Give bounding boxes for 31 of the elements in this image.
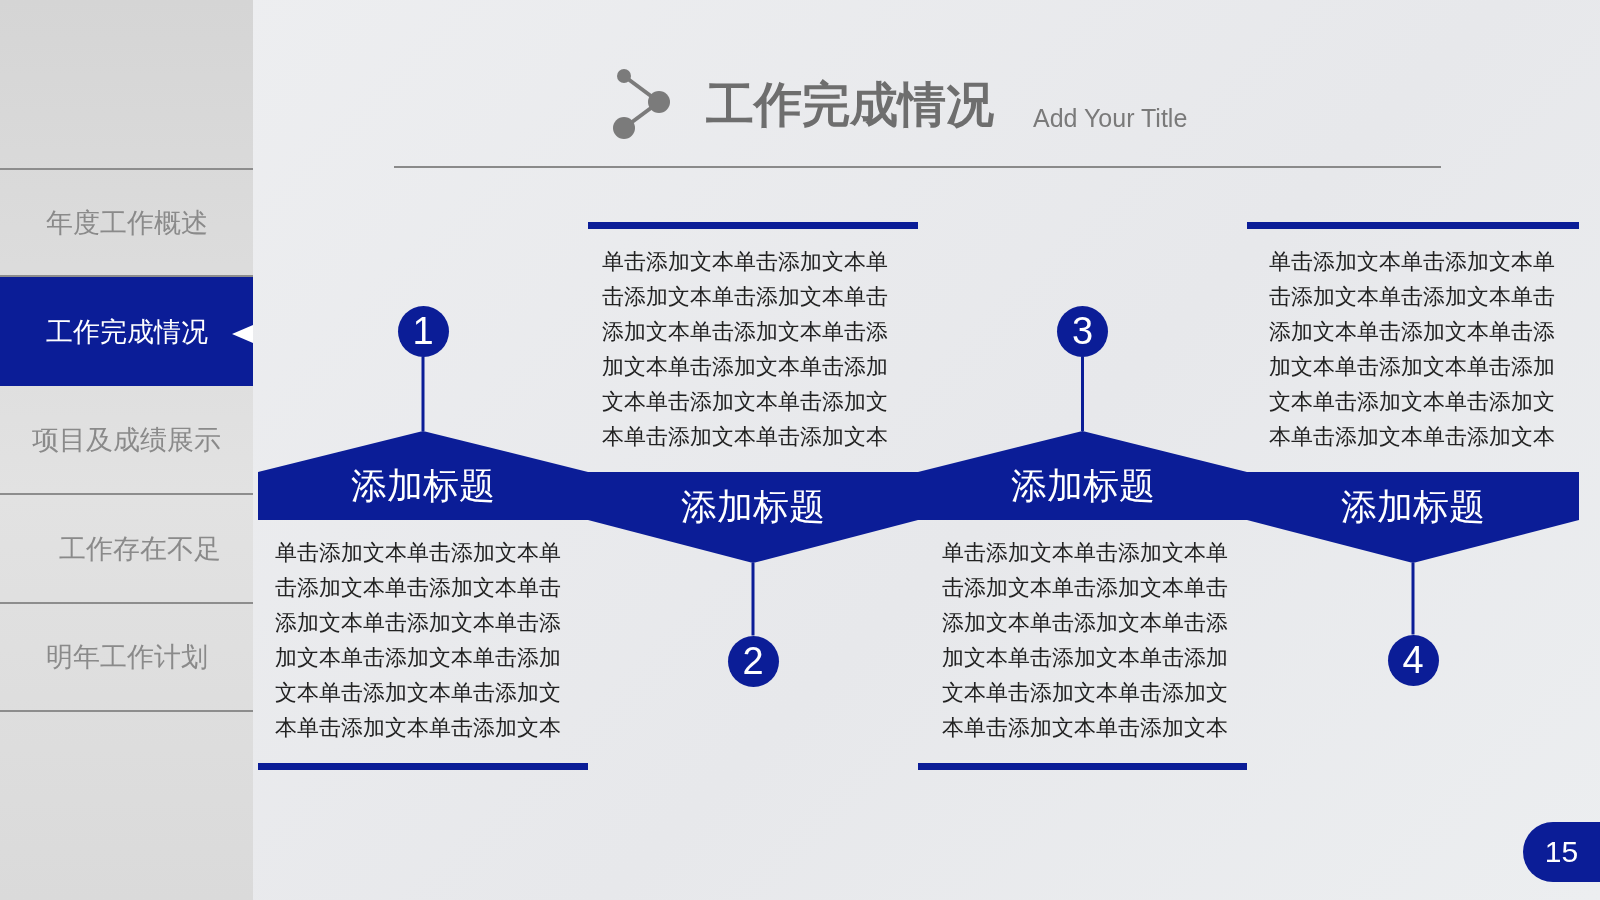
banner-title: 添加标题 [1341,487,1485,527]
connector-line [751,563,755,636]
page-number-tab [1523,822,1600,882]
step-number: 1 [412,311,434,351]
banner-title: 添加标题 [681,487,825,527]
step-number: 2 [742,641,764,681]
step-number: 3 [1071,311,1094,351]
connector-line [1081,356,1084,431]
body-text: 单击添加文本单击添加文本单击添加文本单击添加文本单击添加文本单击添加文本单击添加文本单击添加文本单击添加文本单击添加文本单击添加文本单击添加文本单击添加文本 [602,248,889,451]
ribbon-banner [258,431,588,520]
connector-line [1411,563,1415,635]
step-circle [1057,305,1108,357]
body-text: 单击添加文本单击添加文本单击添加文本单击添加文本单击添加文本单击添加文本单击添加文本单击添加文本单击添加文本单击添加文本单击添加文本单击添加文本单击添加文本 [1269,248,1556,451]
menu-label: 年度工作概述 [45,206,208,240]
menu-label: 项目及成绩展示 [32,423,221,457]
ribbon-banner [1247,472,1579,563]
active-menu-item [0,277,253,386]
connector-line [421,356,425,431]
ribbon-banner [588,472,918,563]
banner-title: 添加标题 [1010,466,1155,506]
step-number: 4 [1402,640,1424,680]
body-text: 单击添加文本单击添加文本单击添加文本单击添加文本单击添加文本单击添加文本单击添加文本单击添加文本单击添加文本单击添加文本单击添加文本单击添加文本单击添加文本 [942,539,1229,742]
menu-label: 工作存在不足 [58,532,221,566]
menu-label: 工作完成情况 [45,315,208,349]
body-text: 单击添加文本单击添加文本单击添加文本单击添加文本单击添加文本单击添加文本单击添加文本单击添加文本单击添加文本单击添加文本单击添加文本单击添加文本单击添加文本 [275,539,562,742]
ribbon-banner [918,431,1247,520]
banner-title: 添加标题 [351,466,495,506]
slide-title: 工作完成情况 [706,78,994,132]
menu-label: 明年工作计划 [45,641,208,674]
page-number: 15 [1544,835,1579,869]
subtitle: Add Your Title [1033,103,1188,133]
